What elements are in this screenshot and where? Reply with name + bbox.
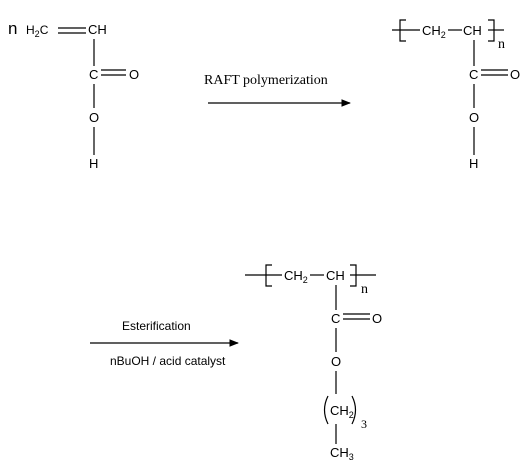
polymer2-carbonyl-o: O: [372, 311, 382, 326]
polymer1-repeat-n: n: [498, 37, 505, 52]
polymer1-ch2-label: CH2: [422, 23, 446, 40]
left-parenthesis: [323, 395, 329, 425]
monomer-hydroxyl-h: H: [89, 156, 98, 171]
monomer-ch2-label: H2C: [26, 23, 49, 39]
right-parenthesis: [351, 395, 357, 425]
monomer-count: n: [8, 19, 17, 38]
raft-label: RAFT polymerization: [204, 73, 328, 88]
right-bracket: [488, 19, 495, 42]
monomer-carbonyl-o: O: [129, 67, 139, 82]
reaction-step-esterification: Esterification nBuOH / acid catalyst: [90, 319, 239, 368]
polymer1-hydroxyl-o: O: [469, 110, 479, 125]
polymer1-ch-label: CH: [463, 23, 482, 38]
monomer-hydroxyl-o: O: [89, 110, 99, 125]
esterification-label: Esterification: [122, 319, 191, 333]
polymer2-chain-ch2: CH2: [330, 403, 354, 420]
polymer1-hydroxyl-h: H: [469, 156, 478, 171]
polymer2-ester-o: O: [331, 354, 341, 369]
right-bracket: [350, 264, 357, 287]
polymer2-ch2-label: CH2: [284, 268, 308, 285]
reaction-step-raft: RAFT polymerization: [204, 73, 351, 107]
monomer-carbonyl-c: C: [89, 67, 98, 82]
monomer-acrylic-acid: n H2C CH C O O H: [8, 19, 139, 171]
polymer1-carbonyl-c: C: [469, 67, 478, 82]
reagent-label: nBuOH / acid catalyst: [110, 354, 226, 368]
polymer2-chain-count: 3: [361, 417, 367, 431]
polymer2-repeat-n: n: [361, 282, 368, 297]
polymer2-carbonyl-c: C: [331, 311, 340, 326]
left-bracket: [399, 19, 406, 42]
polymer1-carbonyl-o: O: [510, 67, 520, 82]
polymer2-ch3: CH3: [330, 445, 354, 460]
polymer2-ch-label: CH: [326, 268, 345, 283]
polymer-polybutyl-acrylate: CH2 CH n C O O CH2 3 CH3: [245, 264, 382, 460]
left-bracket: [265, 264, 272, 287]
polymer-polyacrylic-acid: CH2 CH n C O O H: [392, 19, 520, 171]
monomer-ch-label: CH: [88, 22, 107, 37]
